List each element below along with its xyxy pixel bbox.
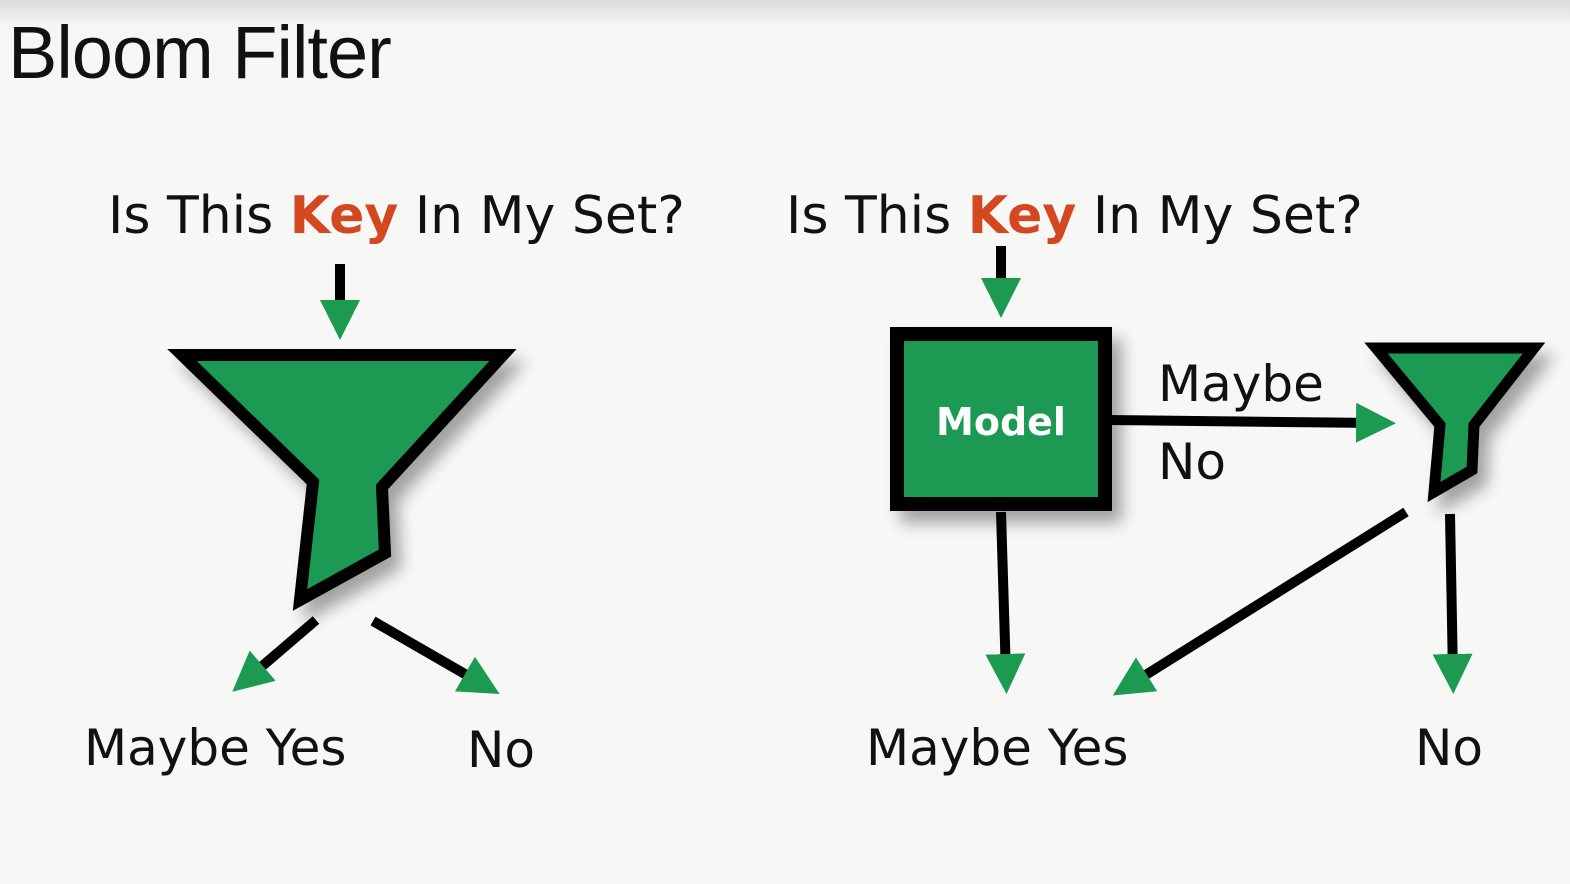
edge-maybe-label: Maybe (1158, 355, 1324, 413)
right-question-suffix: In My Set? (1076, 186, 1363, 246)
model-box (890, 327, 1112, 511)
right-funnel-icon (1364, 342, 1546, 503)
right-maybe-yes-label: Maybe Yes (866, 719, 1129, 777)
model-to-filter-arrow (1104, 402, 1396, 443)
left-maybe-yes-label: Maybe Yes (84, 719, 347, 777)
left-no-arrow (370, 616, 500, 694)
right-question: Is This Key In My Set? (786, 186, 1363, 246)
right-question-key: Key (967, 186, 1077, 246)
right-no-label: No (1415, 719, 1483, 777)
left-funnel-icon (167, 349, 517, 611)
filter-maybe-yes-arrow (1112, 507, 1409, 696)
model-label: Model (936, 400, 1066, 444)
left-maybe-yes-arrow (232, 616, 320, 692)
left-no-label: No (467, 721, 535, 779)
left-question: Is This Key In My Set? (108, 186, 685, 246)
slide-title: Bloom Filter (8, 11, 392, 94)
left-question-suffix: In My Set? (398, 186, 685, 246)
left-question-prefix: Is This (108, 186, 290, 246)
left-question-key: Key (289, 186, 399, 246)
model-maybe-yes-arrow (985, 511, 1026, 694)
right-question-prefix: Is This (786, 186, 968, 246)
edge-no-label: No (1158, 433, 1226, 491)
filter-no-arrow (1432, 513, 1473, 694)
